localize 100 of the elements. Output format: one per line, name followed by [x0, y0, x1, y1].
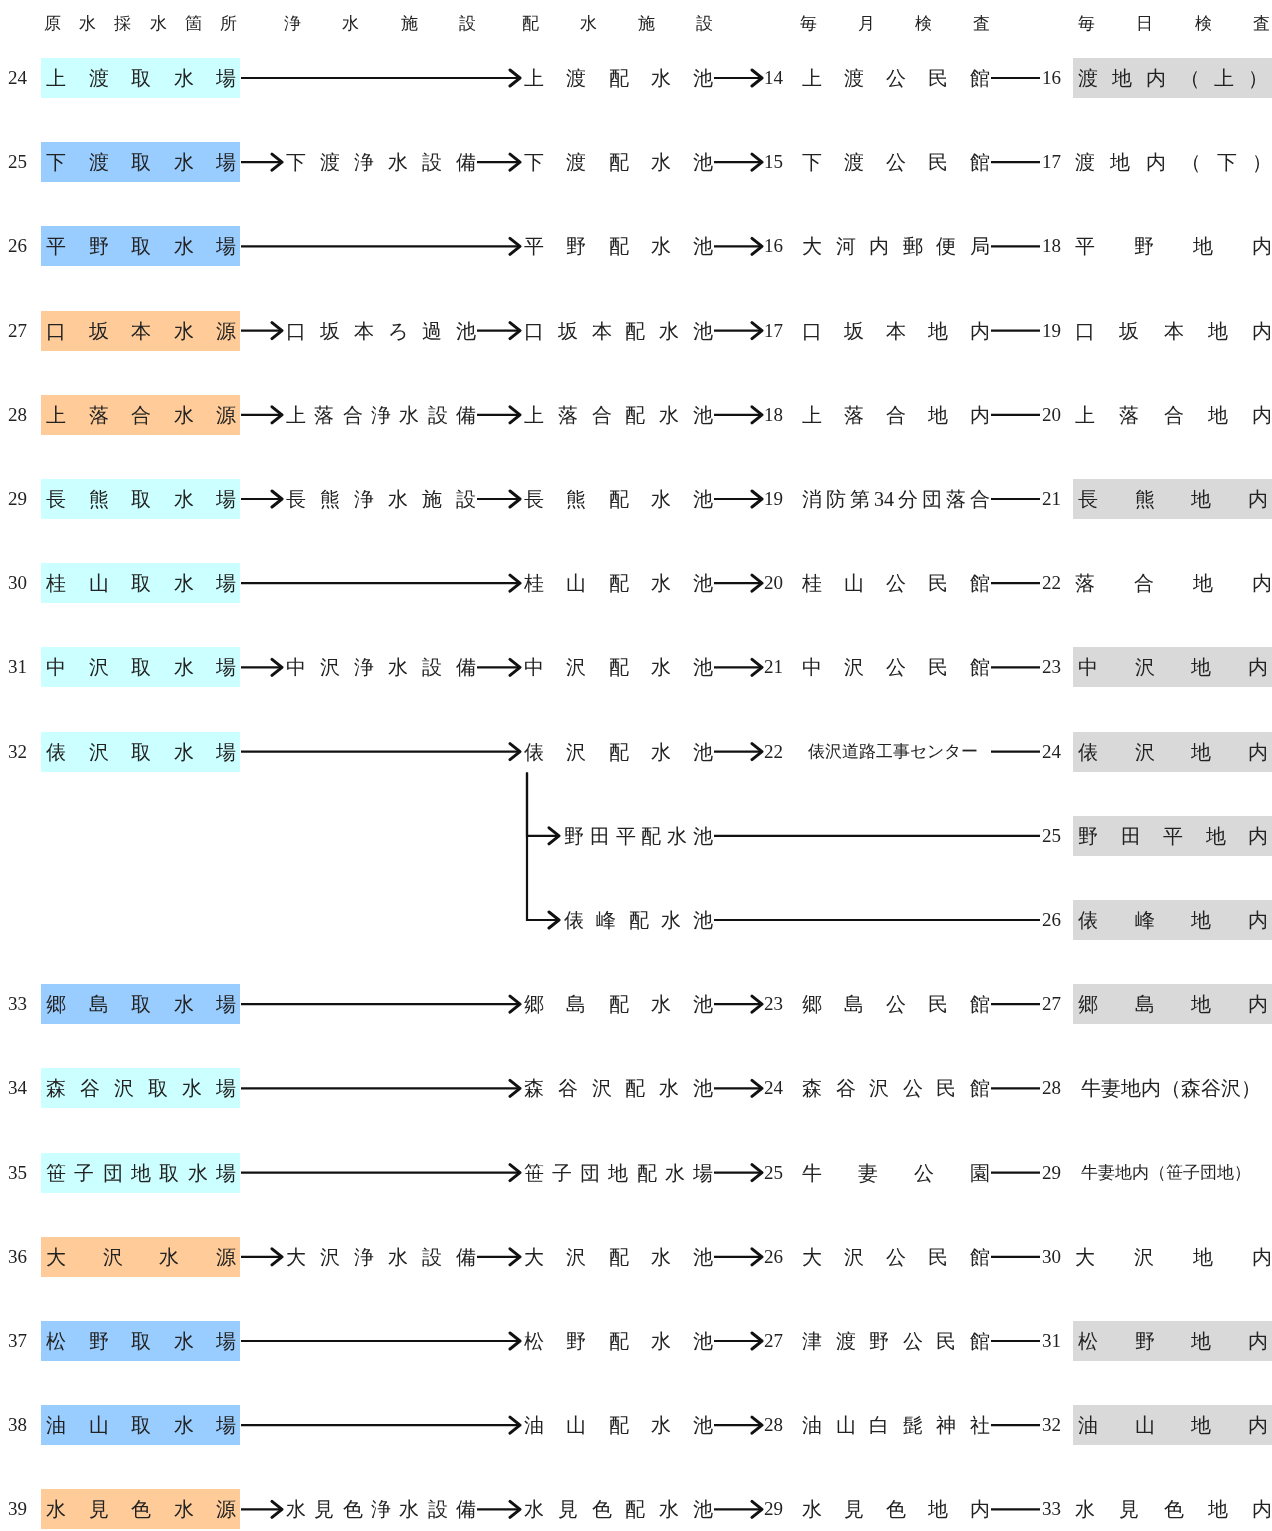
- arrow: [714, 573, 764, 593]
- arrow: [241, 657, 284, 677]
- source-box: 桂山取水場: [41, 563, 240, 604]
- arrow: [241, 573, 522, 593]
- monthly-test-site-label: 津渡野公民館: [801, 1329, 990, 1354]
- treatment-facility-label: 大沢浄水設備: [285, 1244, 476, 1270]
- source-box: 松野取水場: [41, 1321, 240, 1361]
- connector-line: [991, 1339, 1040, 1343]
- arrow: [714, 1331, 764, 1351]
- site-number: 24: [764, 1076, 783, 1101]
- arrow: [241, 1415, 522, 1435]
- source-box: 大沢水源: [41, 1236, 240, 1277]
- monthly-test-site-label: 中沢公民館: [801, 655, 990, 681]
- monthly-test-site-label: 大沢公民館: [801, 1244, 990, 1270]
- site-number: 38: [8, 1413, 27, 1438]
- site-number: 35: [8, 1160, 27, 1185]
- site-number: 23: [1042, 655, 1061, 680]
- connector-line: [991, 1508, 1040, 1511]
- site-number: 19: [764, 487, 783, 511]
- reservoir-label: 平野配水池: [523, 234, 713, 260]
- site-number: 17: [764, 318, 783, 343]
- site-number: 18: [1042, 234, 1061, 259]
- site-number: 23: [764, 992, 783, 1017]
- daily-test-site-label: 上落合地内: [1074, 402, 1272, 428]
- monthly-test-site-label: 下渡公民館: [801, 150, 990, 176]
- connector-line: [991, 666, 1040, 669]
- arrow: [714, 994, 764, 1014]
- arrow: [241, 489, 284, 509]
- site-number: 29: [1042, 1160, 1061, 1185]
- site-number: 28: [1042, 1076, 1061, 1101]
- source-box: 郷島取水場: [41, 984, 240, 1025]
- monthly-test-site-label: 桂山公民館: [801, 571, 990, 597]
- site-number: 31: [8, 655, 27, 680]
- site-number: 34: [8, 1076, 27, 1101]
- site-number: 17: [1042, 150, 1061, 175]
- area-box: 郷島地内: [1073, 984, 1272, 1025]
- site-number: 20: [764, 571, 783, 596]
- connector-line: [991, 497, 1040, 501]
- reservoir-label: 大沢配水池: [523, 1244, 713, 1270]
- site-number: 36: [8, 1244, 27, 1269]
- site-number: 29: [8, 487, 27, 511]
- connector-line: [991, 1171, 1040, 1174]
- arrow: [714, 321, 764, 341]
- site-number: 37: [8, 1329, 27, 1353]
- site-number: 19: [1042, 318, 1061, 343]
- connector-line: [991, 1087, 1040, 1090]
- site-number: 28: [764, 1413, 783, 1438]
- reservoir-label: 長熊配水池: [523, 487, 713, 512]
- area-box: 松野地内: [1073, 1321, 1272, 1361]
- area-box: 油山地内: [1073, 1405, 1272, 1446]
- arrow: [714, 236, 764, 256]
- reservoir-label: 笹子団地配水場: [523, 1160, 713, 1186]
- treatment-facility-label: 中沢浄水設備: [285, 655, 476, 681]
- source-box: 俵沢取水場: [41, 731, 240, 772]
- monthly-test-site-label: 口坂本地内: [801, 318, 990, 344]
- arrow: [477, 1499, 522, 1519]
- daily-test-site-label: 牛妻地内（笹子団地）: [1080, 1161, 1252, 1184]
- site-number: 29: [764, 1497, 783, 1522]
- treatment-facility-label: 口坂本ろ過池: [285, 318, 476, 344]
- site-number: 33: [1042, 1497, 1061, 1522]
- arrow: [714, 1415, 764, 1435]
- reservoir-label: 上落合配水池: [523, 402, 713, 428]
- daily-test-site-label: 大沢地内: [1074, 1244, 1272, 1270]
- site-number: 27: [8, 318, 27, 343]
- daily-test-site-label: 平野地内: [1074, 234, 1272, 260]
- arrow: [477, 321, 522, 341]
- arrow: [477, 152, 522, 172]
- arrow: [714, 68, 764, 88]
- arrow: [477, 405, 522, 425]
- arrow: [714, 405, 764, 425]
- connector-line: [991, 582, 1040, 585]
- site-number: 16: [764, 234, 783, 259]
- site-number: 16: [1042, 66, 1061, 90]
- arrow: [241, 152, 284, 172]
- site-number: 26: [1042, 908, 1061, 932]
- source-box: 油山取水場: [41, 1405, 240, 1446]
- site-number: 24: [1042, 739, 1061, 764]
- site-number: 25: [1042, 823, 1061, 848]
- site-number: 30: [8, 571, 27, 596]
- source-box: 上渡取水場: [41, 58, 240, 98]
- arrow: [241, 1078, 522, 1098]
- site-number: 21: [1042, 487, 1061, 511]
- area-box: 俵峰地内: [1073, 900, 1272, 940]
- connector-line: [991, 76, 1040, 80]
- connector-line: [991, 245, 1040, 248]
- site-number: 25: [8, 150, 27, 175]
- daily-test-site-label: 渡地内（下）: [1074, 150, 1272, 176]
- arrow: [241, 405, 284, 425]
- site-number: 26: [764, 1244, 783, 1269]
- site-number: 26: [8, 234, 27, 259]
- reservoir-label: 野田平配水池: [563, 823, 713, 849]
- arrow: [714, 1499, 764, 1519]
- connector-line: [991, 1424, 1040, 1427]
- site-number: 27: [1042, 992, 1061, 1017]
- arrow: [477, 1247, 522, 1267]
- monthly-test-site-label: 俵沢道路工事センター: [807, 740, 979, 763]
- arrow: [714, 742, 764, 762]
- arrow: [241, 1247, 284, 1267]
- connector-line: [714, 918, 1040, 922]
- area-box: 野田平地内: [1073, 815, 1272, 856]
